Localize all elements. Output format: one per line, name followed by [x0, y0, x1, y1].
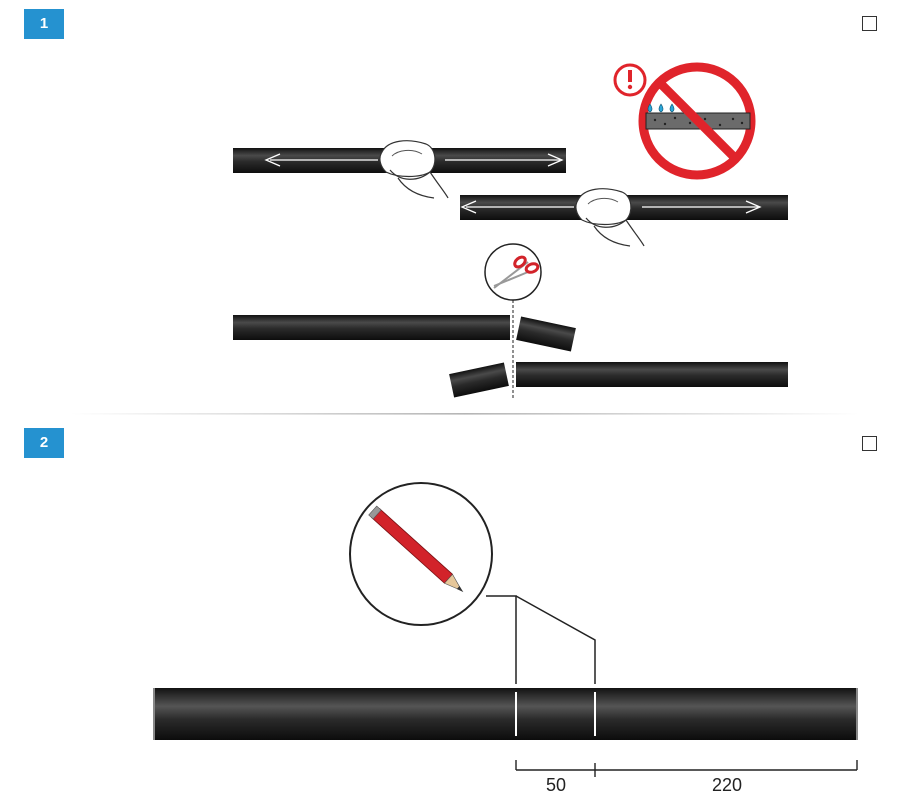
exclamation-icon: [613, 63, 647, 97]
step-2-checkbox[interactable]: [862, 436, 877, 451]
hand-cloth-icon: [379, 140, 449, 199]
scissors-icon: [484, 243, 542, 301]
marking-leader-lines: [486, 595, 596, 684]
double-arrow-icon: [264, 153, 564, 167]
cut-pipe-lower: [449, 362, 788, 398]
no-wet-pipe-warning: [613, 62, 756, 180]
step-2-badge: 2: [24, 428, 64, 458]
section-divider: [70, 413, 860, 415]
measured-pipe: [153, 688, 858, 740]
step-1-checkbox[interactable]: [862, 16, 877, 31]
double-arrow-icon: [460, 200, 762, 214]
hand-cloth-icon: [575, 188, 645, 247]
pencil-icon: [349, 482, 493, 626]
dimension-label-first: 50: [546, 775, 566, 795]
step-1-badge: 1: [24, 9, 64, 39]
cut-pipe-upper: [233, 315, 576, 352]
dimension-lines: [515, 760, 858, 777]
dimension-label-second: 220: [712, 775, 742, 795]
